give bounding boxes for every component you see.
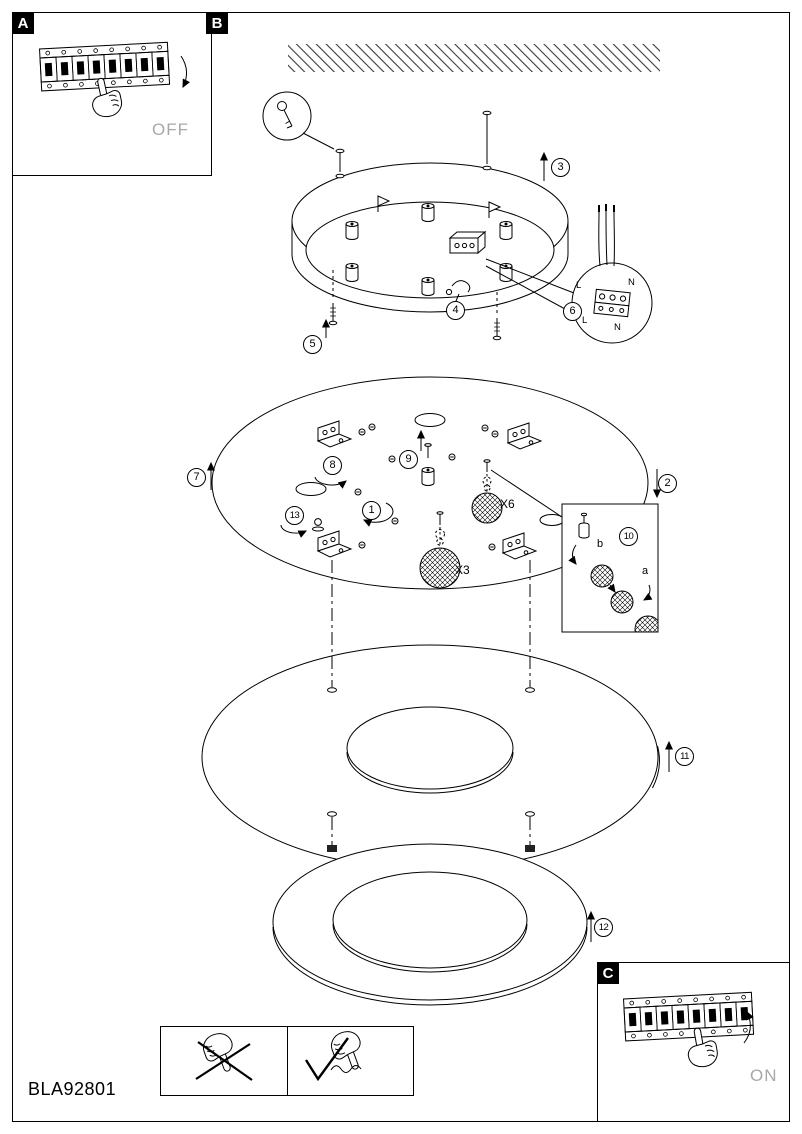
- warning-use-cloth-icon: [304, 1027, 370, 1082]
- alignment-centerlines: [331, 560, 531, 845]
- wiring-detail-callout: [485, 204, 653, 344]
- cover-ring: [272, 843, 588, 1006]
- model-number: BLA92801: [28, 1079, 117, 1099]
- breaker-panel-c-art: [624, 992, 754, 1070]
- diffuser-plate: [201, 644, 660, 870]
- ceiling-hatch: [288, 44, 660, 72]
- panel-a-power-off: [12, 12, 212, 176]
- key-detail-callout: [262, 91, 345, 172]
- panel-c-power-on: [597, 962, 790, 1122]
- warning-no-bare-hand-icon: [195, 1029, 253, 1081]
- canopy-assembly: [291, 162, 569, 341]
- mounting-plate-assembly: [211, 376, 649, 590]
- page-border: [12, 12, 790, 1122]
- shade-detail-box: [561, 503, 659, 633]
- canopy-top-screw: [482, 110, 492, 164]
- breaker-panel-a-art: [40, 42, 190, 120]
- warning-box-divider: [287, 1026, 288, 1096]
